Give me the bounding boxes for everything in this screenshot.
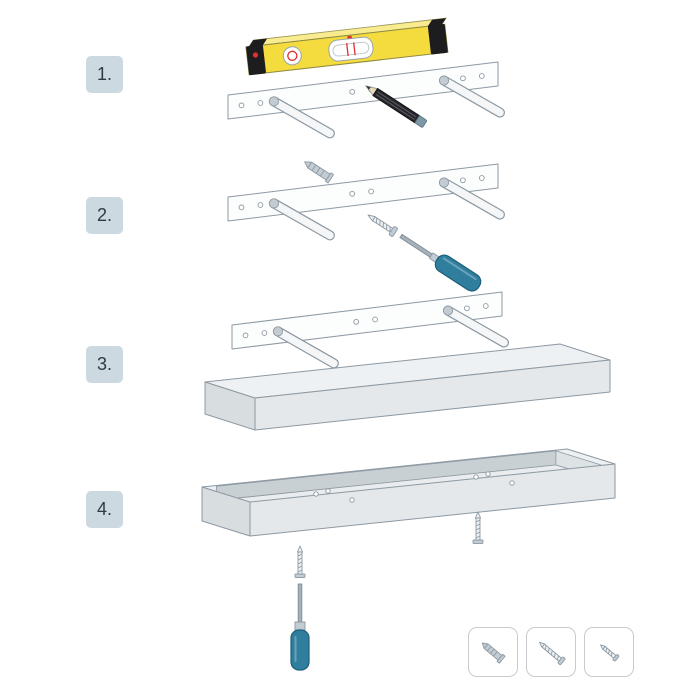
hardware-legend (468, 627, 634, 677)
step-4-illustration (201, 448, 616, 671)
wall-anchor-icon (481, 642, 506, 664)
screwdriver-vertical (290, 583, 310, 671)
pencil (364, 85, 427, 128)
wall-anchor (304, 161, 334, 184)
long-screw-icon (539, 641, 566, 665)
screw-right (472, 511, 484, 545)
shelf (204, 343, 611, 431)
step-4-number: 4. (96, 499, 112, 519)
legend-wall-anchor (468, 627, 518, 677)
wall-bracket (228, 164, 500, 235)
step-1-number: 1. (96, 64, 112, 84)
wall-bracket (232, 292, 504, 363)
short-screw-icon (600, 644, 620, 662)
step-3-badge: 3. (86, 346, 123, 383)
step-3-illustration (204, 292, 611, 431)
step-2-number: 2. (96, 205, 112, 225)
legend-short-screw (584, 627, 634, 677)
step-1-illustration (228, 17, 500, 133)
spirit-level (245, 17, 449, 76)
step-2-badge: 2. (86, 197, 123, 234)
step-1-badge: 1. (86, 56, 123, 93)
screw (367, 214, 398, 237)
shelf-underside (201, 448, 616, 537)
step-3-number: 3. (96, 354, 112, 374)
step-4-badge: 4. (86, 491, 123, 528)
screwdriver (399, 233, 482, 292)
legend-long-screw (526, 627, 576, 677)
screw-left (294, 545, 306, 579)
step-2-illustration (228, 158, 500, 292)
